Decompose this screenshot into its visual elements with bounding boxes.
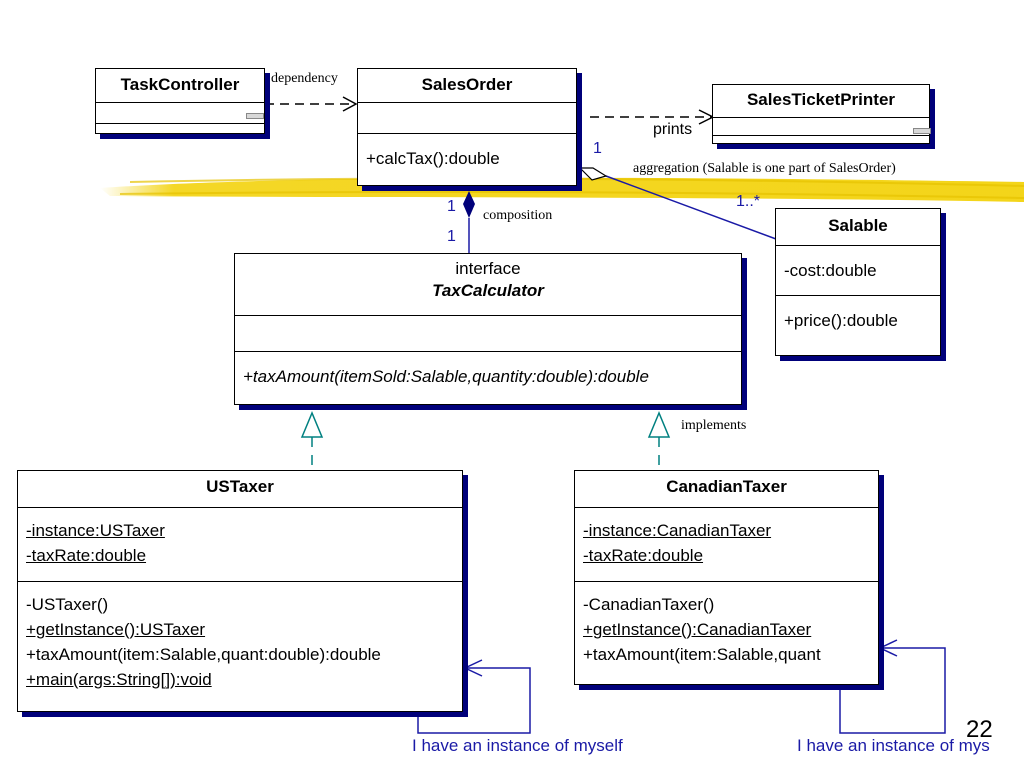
operation: +calcTax():double [366,149,500,168]
class-salable[interactable]: Salable -cost:double +price():double [775,208,941,356]
operation: +getInstance():CanadianTaxer [583,620,812,639]
attribute: -instance:CanadianTaxer [583,521,772,540]
dependency-label: dependency [271,71,338,86]
multiplicity-composition-top: 1 [447,198,456,215]
operation: -CanadianTaxer() [583,595,715,614]
resize-handle-icon [246,113,264,119]
class-name: Salable [828,216,888,235]
class-name: SalesTicketPrinter [746,90,896,109]
self-association-label-us: I have an instance of myself [412,736,623,755]
self-association-label-ca: I have an instance of mys [797,736,990,755]
multiplicity-aggregation-one: 1 [593,140,602,157]
operation: +getInstance():USTaxer [26,620,206,639]
aggregation-label: aggregation (Salable is one part of Sale… [633,161,896,176]
operation: +main(args:String[]):void [26,670,212,689]
attribute: -taxRate:double [583,546,704,565]
implements-label: implements [681,418,747,433]
aggregation-line [578,167,777,240]
attribute: -taxRate:double [26,546,147,565]
class-name: CanadianTaxer [666,477,787,496]
stereotype: interface [455,259,521,278]
multiplicity-aggregation-many: 1..* [736,193,761,210]
resize-handle-icon [913,128,931,134]
class-sales-ticket-printer[interactable]: SalesTicketPrinter [712,84,931,144]
self-association-us [417,659,531,734]
class-name: TaxCalculator [432,281,544,300]
class-us-taxer[interactable]: USTaxer -instance:USTaxer -taxRate:doubl… [17,470,463,712]
class-name: USTaxer [206,477,274,496]
realization-us [300,411,324,470]
attribute: -instance:USTaxer [26,521,165,540]
realization-ca [647,411,671,470]
operation: +taxAmount(itemSold:Salable,quantity:dou… [243,367,649,386]
composition-label: composition [483,208,553,223]
operation: +taxAmount(item:Salable,quant [583,645,821,664]
class-sales-order[interactable]: SalesOrder +calcTax():double [357,68,577,186]
class-canadian-taxer[interactable]: CanadianTaxer -instance:CanadianTaxer -t… [574,470,879,685]
multiplicity-composition-bottom: 1 [447,228,456,245]
class-name: SalesOrder [421,75,513,94]
page-number: 22 [966,716,993,743]
operation: -USTaxer() [26,595,109,614]
class-name: TaskController [120,75,240,94]
operation: +taxAmount(item:Salable,quant:double):do… [26,645,381,664]
composition-line [463,191,475,253]
class-tax-calculator[interactable]: interface TaxCalculator +taxAmount(itemS… [234,253,742,405]
self-association-ca [839,639,946,734]
dependency-arrow [265,96,358,112]
prints-arrow [590,109,715,125]
operation: +price():double [784,311,898,330]
class-task-controller[interactable]: TaskController [95,68,265,134]
prints-label: prints [653,121,693,138]
attribute: -cost:double [784,261,877,280]
